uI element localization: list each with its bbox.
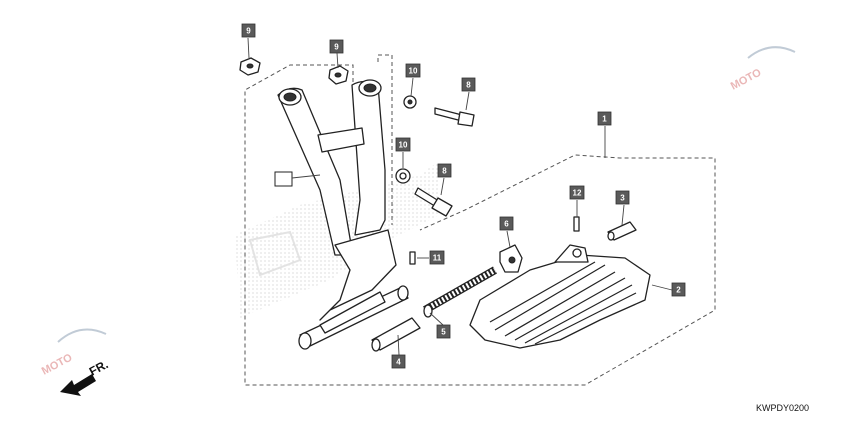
callout-11: 11	[429, 250, 445, 265]
svg-text:3: 3	[620, 194, 625, 203]
nut-part-right	[328, 65, 349, 85]
frame-kickstand	[244, 64, 716, 386]
washer-part-lower	[395, 168, 411, 184]
callout-2: 2	[671, 282, 686, 297]
bolt-part-upper	[434, 107, 475, 127]
callout-6: 6	[499, 216, 514, 231]
svg-text:10: 10	[409, 67, 418, 76]
moto-watermark-text: MOTO	[40, 351, 75, 377]
callout-10-upper: 10	[405, 63, 421, 78]
svg-text:1: 1	[602, 115, 607, 124]
roll-pin-part	[573, 216, 580, 232]
collar-part	[499, 244, 523, 273]
washer-part-upper	[403, 95, 417, 109]
svg-text:12: 12	[573, 189, 582, 198]
svg-text:10: 10	[399, 141, 408, 150]
svg-text:5: 5	[441, 328, 446, 337]
svg-text:8: 8	[466, 81, 471, 90]
svg-text:9: 9	[246, 27, 251, 36]
callout-9-left: 9	[241, 23, 256, 38]
moto-watermark-top-right: MOTO	[729, 46, 796, 93]
callout-8-upper: 8	[461, 77, 476, 92]
callout-3: 3	[615, 190, 630, 205]
svg-text:9: 9	[334, 43, 339, 52]
svg-text:11: 11	[433, 254, 442, 263]
step-footrest-part	[469, 244, 651, 349]
kickstand-frame-part	[277, 79, 409, 350]
callout-5: 5	[436, 324, 451, 339]
callout-9-right: 9	[329, 39, 344, 54]
spring-part	[423, 266, 497, 318]
svg-text:8: 8	[442, 167, 447, 176]
svg-text:2: 2	[676, 286, 681, 295]
rubber-part	[607, 221, 637, 241]
moto-watermark-text: MOTO	[729, 66, 764, 92]
diagram-code: KWPDY0200	[756, 403, 809, 413]
callout-4: 4	[391, 354, 406, 369]
callout-10-lower: 10	[395, 137, 411, 152]
frame-inner	[377, 54, 393, 225]
small-pin-part	[409, 251, 416, 265]
callout-1: 1	[597, 111, 612, 126]
svg-text:4: 4	[396, 358, 401, 367]
callout-8-lower: 8	[437, 163, 452, 178]
pin-part	[371, 317, 421, 352]
svg-text:6: 6	[504, 220, 509, 229]
nut-part-left	[239, 57, 261, 76]
leader-lines	[247, 37, 673, 356]
assembly-reference-box	[274, 171, 293, 187]
callout-12: 12	[569, 185, 585, 200]
bolt-part-lower	[414, 187, 453, 217]
